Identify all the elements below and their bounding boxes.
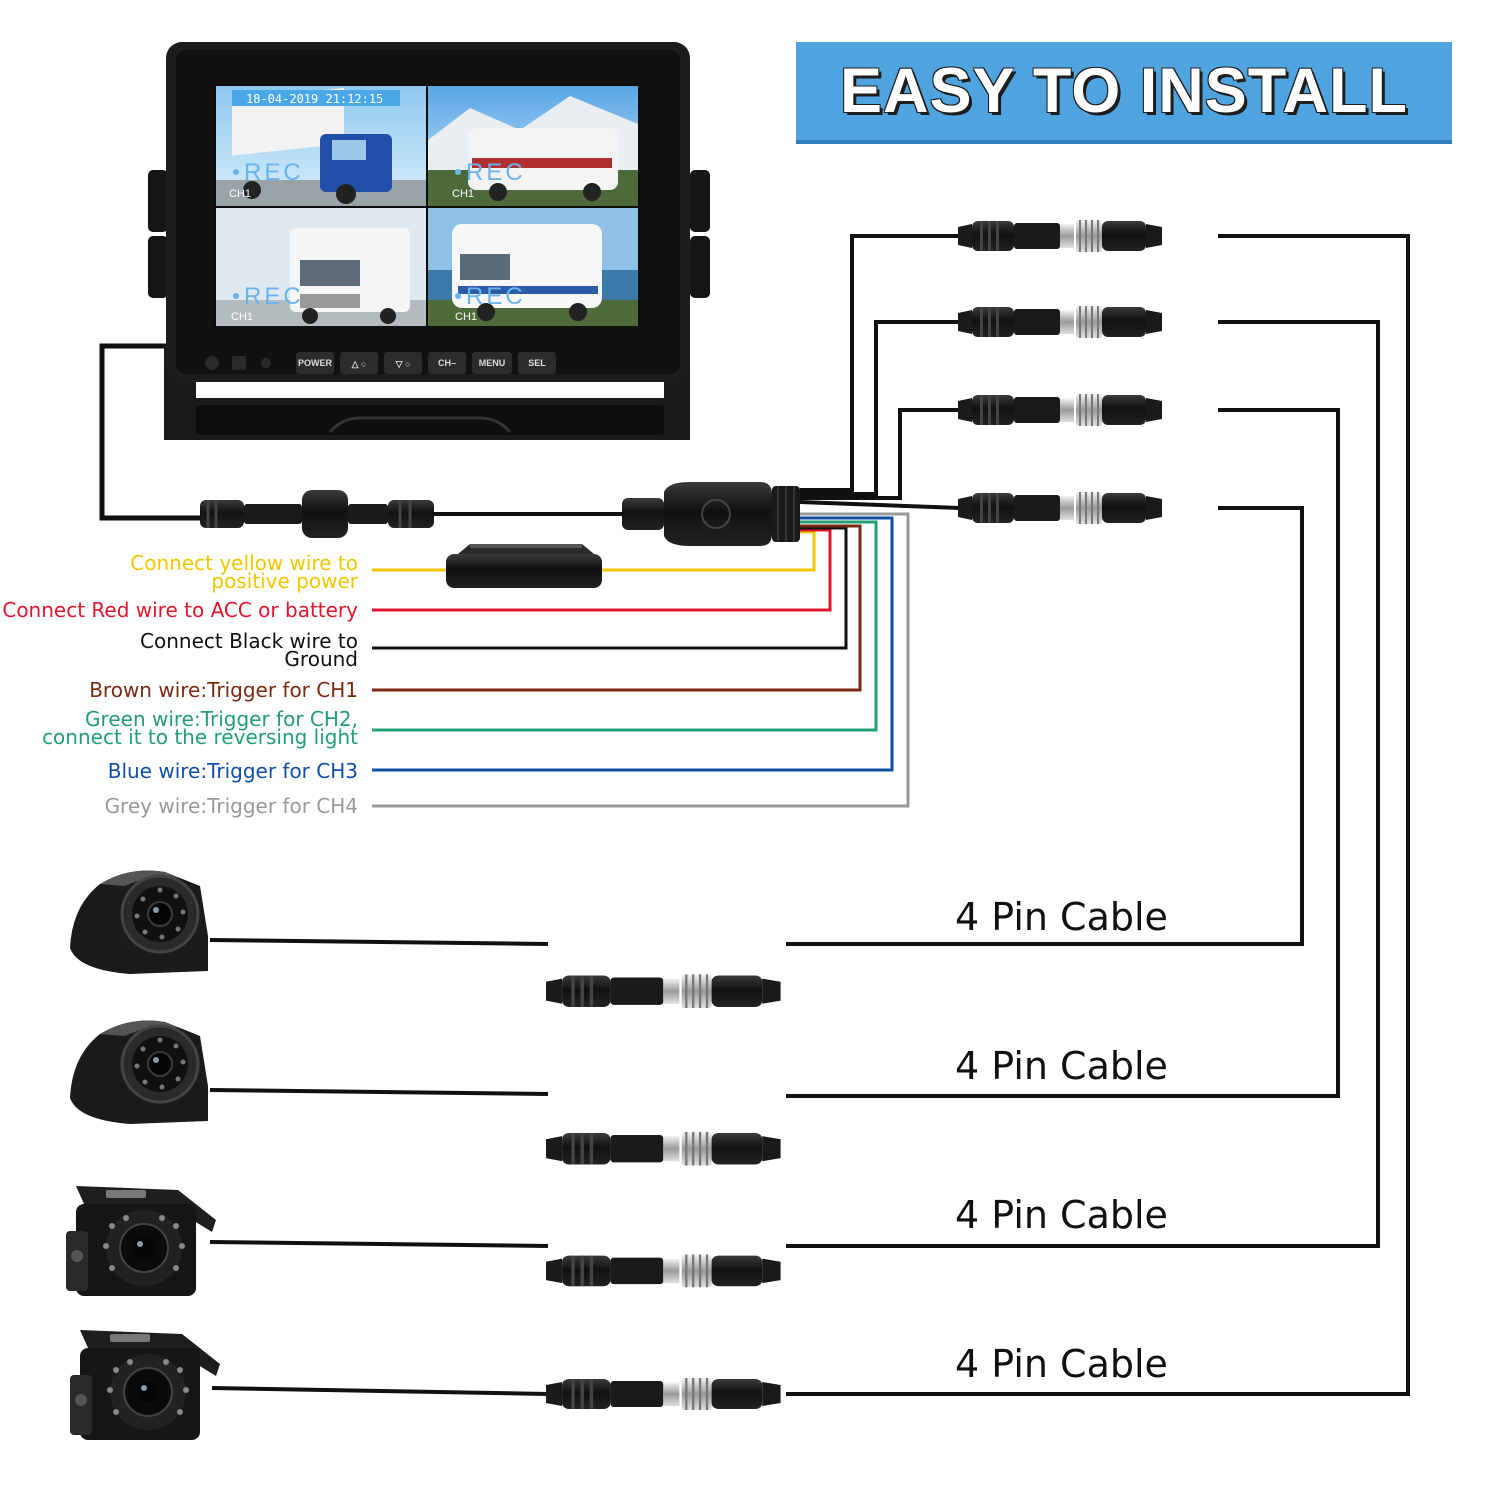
camera-2-side-mount (68, 1019, 210, 1126)
monitor-screen: 18-04-2019 21:12:15 REC CH1 REC CH1 REC … (216, 86, 638, 326)
monitor-buttons: POWER △ ○ ▽ ○ CH– MENU SEL (296, 352, 556, 374)
svg-text:△ ○: △ ○ (351, 359, 367, 369)
red-wire-label-line-1: Connect Red wire to ACC or battery (2, 598, 358, 622)
camera-1-side-mount (68, 869, 210, 976)
green-wire-label: Green wire:Trigger for CH2, connect it t… (42, 707, 358, 749)
black-wire-label-line-1: Connect Black wire to (140, 629, 358, 653)
svg-text:POWER: POWER (298, 358, 333, 368)
select-button[interactable]: SEL (518, 352, 556, 374)
blue-wire-label: Blue wire:Trigger for CH3 (108, 760, 358, 782)
channel-button[interactable]: CH– (428, 352, 466, 374)
harness-connectors (958, 220, 1162, 524)
channel-label-q4: CH1 (455, 311, 477, 323)
camera-3-rear-view (65, 1185, 217, 1297)
fuse-holder (446, 544, 602, 588)
svg-text:SEL: SEL (528, 358, 546, 368)
power-button[interactable]: POWER (296, 352, 334, 374)
svg-text:▽ ○: ▽ ○ (395, 359, 411, 369)
brown-wire-label: Brown wire:Trigger for CH1 (89, 679, 358, 701)
cable-label-1: 4 Pin Cable (955, 895, 1168, 939)
channel-label-q1: CH1 (229, 188, 251, 200)
svg-text:CH–: CH– (438, 358, 456, 368)
wire-harness (622, 482, 800, 546)
cable-label-4: 4 Pin Cable (955, 1342, 1168, 1386)
banner-title: EASY TO INSTALL (839, 56, 1409, 126)
camera-cable-connectors (546, 974, 781, 1410)
yellow-wire-label-line-1: Connect yellow wire to (130, 551, 358, 575)
black-wire-label-line-2: Ground (284, 647, 358, 671)
camera-cable-runs (209, 234, 1410, 1396)
rec-indicator-ch1: REC (244, 159, 304, 186)
channel-label-q3: CH1 (231, 311, 253, 323)
trigger-wires (372, 512, 910, 808)
svg-text:MENU: MENU (479, 358, 506, 368)
green-wire-label-line-1: Green wire:Trigger for CH2, (85, 707, 358, 731)
monitor-timestamp: 18-04-2019 21:12:15 (246, 92, 383, 106)
easy-to-install-banner: EASY TO INSTALL (796, 42, 1452, 144)
brown-wire-label-line-1: Brown wire:Trigger for CH1 (89, 678, 358, 702)
grey-wire-label: Grey wire:Trigger for CH4 (105, 795, 358, 817)
blue-wire-label-line-1: Blue wire:Trigger for CH3 (107, 759, 358, 783)
up-button[interactable]: △ ○ (340, 352, 378, 374)
rec-indicator-q4: REC (466, 283, 526, 310)
green-wire-label-line-2: connect it to the reversing light (42, 725, 358, 749)
monitor-power-cable (99, 343, 622, 538)
menu-button[interactable]: MENU (472, 352, 512, 374)
channel-label-q2: CH1 (452, 188, 474, 200)
cable-label-3: 4 Pin Cable (955, 1193, 1168, 1237)
black-wire-label: Connect Black wire to Ground (140, 629, 358, 671)
camera-4-rear-view (69, 1329, 221, 1441)
cable-label-2: 4 Pin Cable (955, 1044, 1168, 1088)
red-wire-label: Connect Red wire to ACC or battery (2, 599, 358, 621)
rec-indicator-q3: REC (244, 283, 304, 310)
rec-indicator-q2: REC (466, 159, 526, 186)
grey-wire-label-line-1: Grey wire:Trigger for CH4 (104, 794, 358, 818)
yellow-wire-label: Connect yellow wire to positive power (130, 551, 358, 593)
down-button[interactable]: ▽ ○ (384, 352, 422, 374)
yellow-wire-label-line-2: positive power (211, 569, 358, 593)
quad-view-monitor: 18-04-2019 21:12:15 REC CH1 REC CH1 REC … (148, 42, 710, 440)
